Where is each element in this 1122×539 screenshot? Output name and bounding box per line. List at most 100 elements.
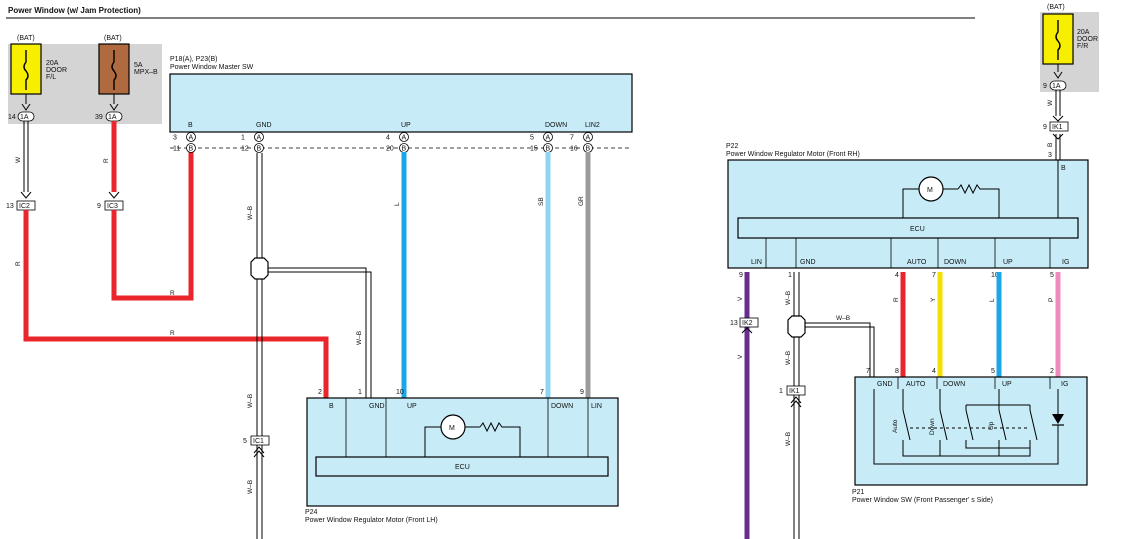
wire-color-wb-2: W–B: [356, 331, 363, 345]
connector-ik1-top: [1049, 121, 1069, 132]
connector-ic3-pin: 9: [97, 203, 101, 210]
motor-rh-b-label: B: [1061, 165, 1066, 172]
wire-color-r-main: R: [170, 330, 175, 337]
fuse-door-fr-conn: 1A: [1052, 83, 1061, 90]
switch-label-auto: Auto: [892, 419, 899, 433]
motor-rh-box: [727, 159, 1089, 269]
fuse-door-fl-source: (BAT): [17, 35, 35, 42]
fuse-mpx-b-pin: 39: [95, 114, 103, 121]
pin-letter-b: B: [402, 146, 407, 153]
wire-fr-b: [1052, 133, 1064, 160]
pin-letter-a: A: [402, 135, 407, 142]
fuse-door-fr-source: (BAT): [1047, 4, 1065, 11]
fuse-door-fl-rating: 20A: [46, 60, 59, 67]
wire-color-fr-b: B: [1047, 143, 1054, 147]
wire-color-r-horiz: R: [170, 290, 175, 297]
motor-rh-pin: 10: [991, 272, 999, 279]
fuse-mpx-b-conn: 1A: [108, 114, 117, 121]
connector-ik1-bot: [786, 385, 806, 396]
wire-color-l: L: [394, 202, 401, 206]
pin-circle-a: [399, 132, 409, 142]
motor-rh-terminal: UP: [1003, 259, 1013, 266]
motor-rh-ecu: [737, 217, 1079, 239]
master-sw-terminal: GND: [256, 122, 272, 129]
passenger-sw-terminal: AUTO: [906, 381, 926, 388]
pin-letter-a: A: [546, 135, 551, 142]
wire-door-fr: [1052, 90, 1064, 122]
pin-number-a: 4: [386, 135, 390, 142]
pin-number-a: 7: [570, 135, 574, 142]
motor-lh-code: P24: [305, 509, 318, 516]
pin-letter-b: B: [546, 146, 551, 153]
motor-rh-pin: 4: [895, 272, 899, 279]
motor-rh-pin: 1: [788, 272, 792, 279]
switch-label-down: Down: [929, 418, 936, 435]
connector-ic3-name: IC3: [107, 203, 118, 210]
pin-letter-b: B: [586, 146, 591, 153]
master-sw-terminal: UP: [401, 122, 411, 129]
wire-r-motor-b: [23, 210, 329, 398]
motor-lh-pin: 10: [396, 389, 404, 396]
pin-number-b: 11: [173, 146, 180, 153]
motor-lh-terminal: DOWN: [551, 403, 573, 410]
passenger-sw-terminal: UP: [1002, 381, 1012, 388]
fuse-mpx-b: (BAT) 5A MPX–B 1A 39: [95, 35, 158, 122]
passenger-sw-terminal: GND: [877, 381, 893, 388]
master-sw-terminal: B: [188, 122, 193, 129]
wire-r-master-b: [111, 152, 194, 301]
motor-lh-circuit: [424, 426, 521, 457]
pin-number-b: 20: [386, 146, 394, 153]
switch-label-up: Up: [988, 421, 995, 430]
wire-color-v-2: V: [737, 354, 744, 359]
fuse-door-fr-rating: 20A: [1077, 29, 1090, 36]
pin-number-b: 12: [241, 146, 249, 153]
connector-ic1-name: IC1: [253, 438, 264, 445]
wire-color-v-1: V: [737, 296, 744, 301]
wire-door-fl: W: [15, 121, 32, 199]
pin-letter-b: B: [257, 146, 262, 153]
fuse-door-fr-side: F/R: [1077, 43, 1088, 50]
wire-color-ig-p: P: [1048, 298, 1055, 302]
motor-rh-top-pin: 3: [1048, 152, 1052, 159]
pin-circle-b: [186, 143, 196, 153]
motor-lh-pin: 7: [540, 389, 544, 396]
fuse-door-fr: (BAT) 20A DOOR F/R 1A 9: [1042, 4, 1098, 91]
passenger-sw-name: Power Window SW (Front Passenger' s Side…: [852, 497, 993, 504]
pin-circle-a: [583, 132, 593, 142]
pin-number-b: 16: [570, 146, 578, 153]
pin-number-a: 3: [173, 135, 177, 142]
motor-lh-pin: 9: [580, 389, 584, 396]
pin-circle-a: [186, 132, 196, 142]
arrow-ik2: [741, 327, 753, 334]
connector-ic1-pin: 5: [243, 438, 247, 445]
motor-rh-m: M: [927, 187, 933, 194]
motor-lh-motor-icon: [440, 414, 466, 440]
motor-lh-terminal: LIN: [591, 403, 602, 410]
passenger-sw-pin: 2: [1050, 368, 1054, 375]
wire-rh-gnd: [793, 272, 875, 539]
motor-rh-terminal: GND: [800, 259, 816, 266]
master-sw-terminal: LIN2: [585, 122, 600, 129]
fuse-door-fl-pin: 14: [8, 114, 16, 121]
passenger-sw-terminal: DOWN: [943, 381, 965, 388]
motor-rh-pin: 7: [932, 272, 936, 279]
pin-letter-b: B: [189, 146, 194, 153]
motor-rh-pin: 5: [1050, 272, 1054, 279]
motor-lh-pin: 2: [318, 389, 322, 396]
pin-letter-a: A: [189, 135, 194, 142]
master-sw-box: [169, 73, 633, 133]
wire-color-gr: GR: [578, 196, 585, 206]
master-sw-name: Power Window Master SW: [170, 64, 254, 71]
motor-lh-ecu-label: ECU: [455, 464, 470, 471]
motor-lh-box: [306, 397, 619, 507]
fuse-door-fl: (BAT) 20A DOOR F/L 1A 14: [8, 35, 67, 122]
pin-circle-b: [254, 143, 264, 153]
wire-color-wb-4: W–B: [247, 480, 254, 494]
splice-rh-gnd: [787, 315, 806, 338]
fuse-door-fr-pin: 9: [1043, 83, 1047, 90]
arrow-ic1: [253, 446, 265, 458]
passenger-sw-circuit: [873, 389, 1059, 465]
pin-letter-a: A: [257, 135, 262, 142]
